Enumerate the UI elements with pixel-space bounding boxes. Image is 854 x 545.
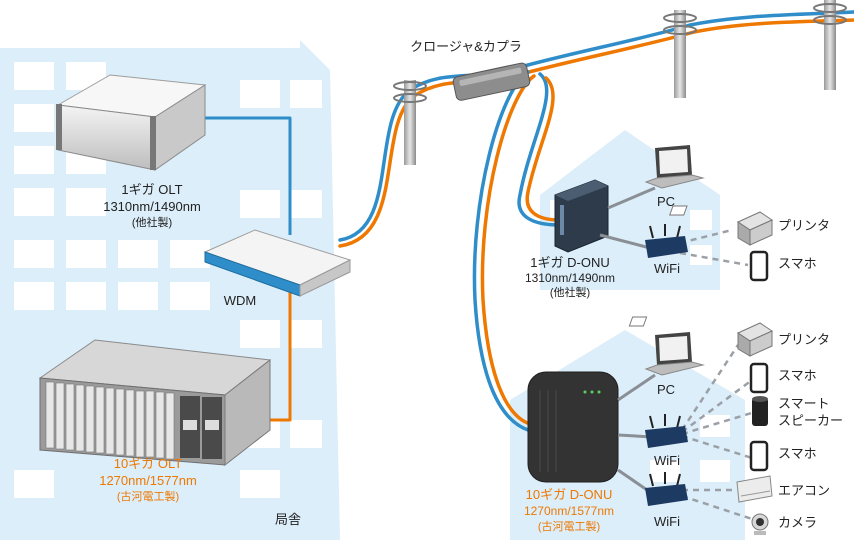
camera-icon	[751, 513, 769, 535]
smart-speaker-icon	[752, 396, 768, 426]
aircon-label: エアコン	[778, 483, 831, 498]
onu-1g-wavelength: 1310nm/1490nm	[524, 271, 616, 285]
phone-label-b1: スマホ	[778, 368, 817, 383]
olt-10g-wavelength: 1270nm/1577nm	[99, 473, 197, 488]
camera-label: カメラ	[778, 515, 818, 530]
wdm-label: WDM	[223, 293, 257, 308]
wireless-links	[679, 228, 756, 522]
coupler-label: クロージャ&カプラ	[410, 39, 522, 54]
pc-label-b: PC	[656, 382, 676, 397]
onu-10g-wavelength: 1270nm/1577nm	[523, 504, 615, 518]
olt-10g-maker: (古河電工製)	[116, 491, 180, 503]
wifi-label-a: WiFi	[654, 261, 680, 276]
onu-1g-maker: (他社製)	[549, 287, 591, 299]
onu-1g-device	[554, 179, 609, 253]
printer-icon-b	[628, 316, 774, 357]
phone-label-a: スマホ	[778, 256, 817, 271]
onu-10g-device	[527, 371, 619, 483]
station-label: 局舎	[275, 512, 302, 527]
wifi-router-icon-b1	[645, 414, 688, 448]
pc-icon-a	[644, 145, 705, 189]
speaker-label-line2: スピーカー	[778, 413, 844, 428]
onu-10g-name: 10ギガ D-ONU	[525, 487, 613, 502]
phone-icon-b1	[749, 362, 769, 394]
wdm-device	[203, 229, 352, 297]
drop-fibers	[472, 70, 562, 432]
printer-icon-a	[669, 205, 774, 246]
pc-label-a: PC	[656, 194, 676, 209]
utility-poles	[393, 0, 847, 165]
wifi-label-b1: WiFi	[654, 453, 680, 468]
onu-10g-maker: (古河電工製)	[537, 521, 601, 533]
onu-1g-name: 1ギガ D-ONU	[530, 255, 610, 270]
olt-1g-name: 1ギガ OLT	[121, 182, 183, 197]
air-conditioner-icon	[736, 475, 773, 503]
closure-coupler	[452, 62, 531, 101]
olt-1g-wavelength: 1310nm/1490nm	[103, 199, 201, 214]
phone-label-b2: スマホ	[778, 446, 817, 461]
wifi-router-icon-a	[645, 224, 688, 258]
olt-1g-device	[56, 74, 207, 171]
olt-10g-device	[38, 339, 272, 467]
wifi-router-icon-b2	[645, 472, 688, 506]
speaker-label-line1: スマート	[778, 396, 830, 411]
olt-1g-maker: (他社製)	[131, 217, 173, 229]
phone-icon-a	[749, 250, 769, 282]
olt-10g-name: 10ギガ OLT	[113, 456, 183, 471]
printer-label-b: プリンタ	[778, 332, 831, 347]
printer-label-a: プリンタ	[778, 218, 831, 233]
pc-icon-b	[644, 332, 705, 376]
wifi-label-b2: WiFi	[654, 514, 680, 529]
phone-icon-b2	[749, 440, 769, 472]
